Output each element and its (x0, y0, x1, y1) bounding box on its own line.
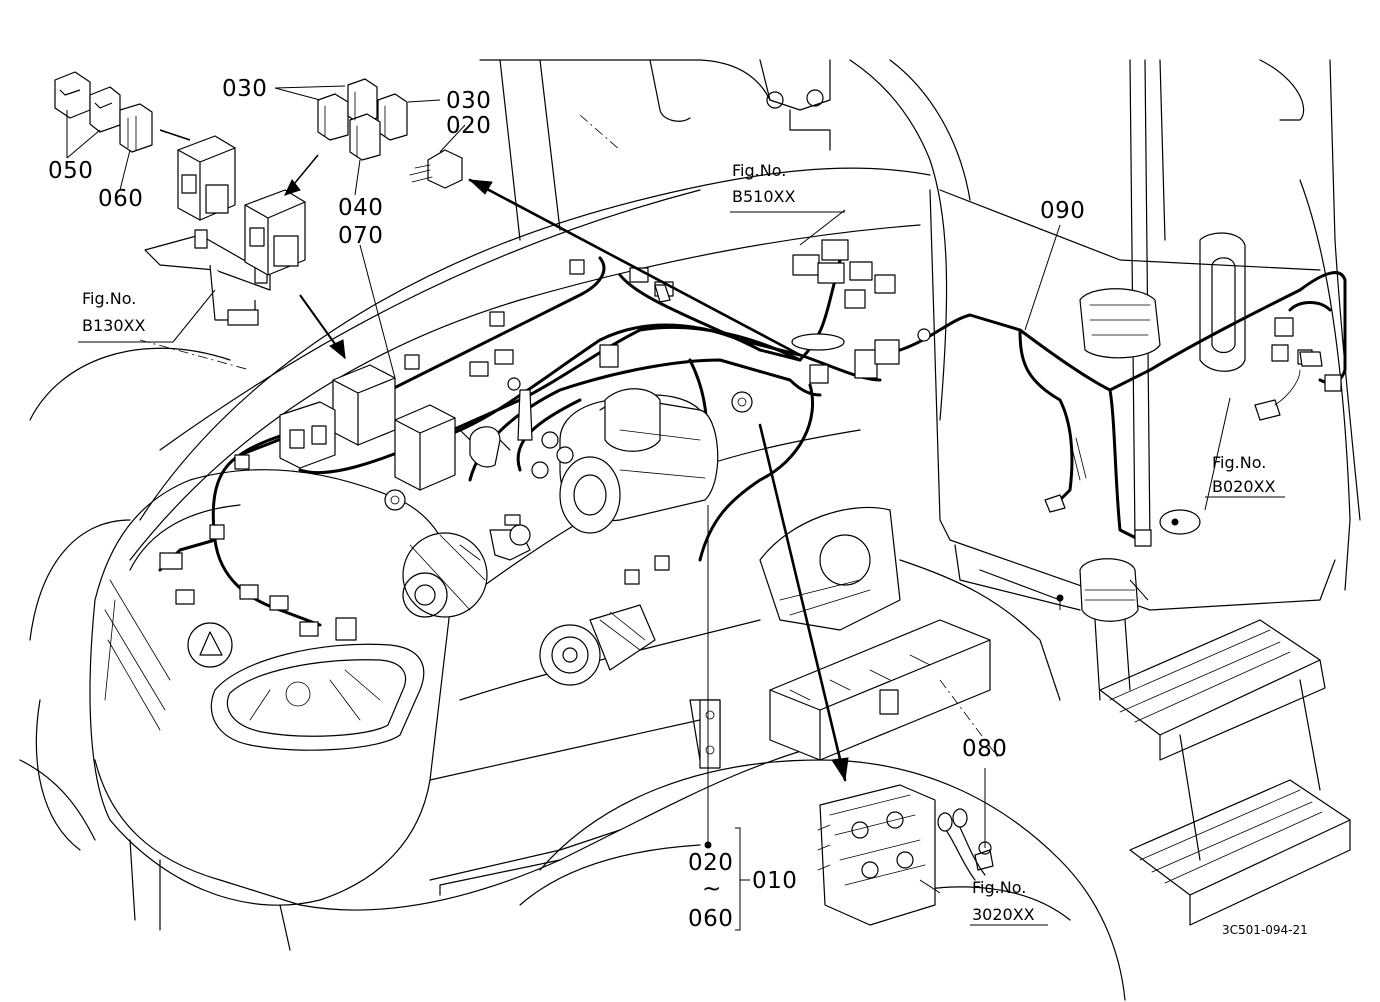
part-number-030-right: 030 (446, 88, 492, 114)
tractor-body-outline (19, 59, 1361, 1001)
relay-box-on-harness (279, 364, 456, 511)
fig-ref-3020-code[interactable]: 3020XX (972, 905, 1035, 924)
part-number-010: 010 (752, 868, 798, 894)
part-number-030-left: 030 (222, 76, 268, 102)
fig-ref-b020-code[interactable]: B020XX (1212, 477, 1276, 496)
fig-ref-b020-title: Fig.No. (1212, 453, 1267, 472)
relay-bracket (144, 229, 271, 326)
fig-ref-b510-title: Fig.No. (732, 161, 787, 180)
relay-group (317, 78, 463, 189)
part-number-050: 050 (48, 158, 94, 184)
leader-arrows (159, 129, 849, 782)
fuse-box-upper (177, 135, 236, 221)
cylinder-head (817, 784, 936, 926)
part-number-060-range-end: 060 (688, 906, 734, 932)
part-number-060: 060 (98, 186, 144, 212)
part-number-040: 040 (338, 195, 384, 221)
starter-motor (507, 377, 719, 534)
fig-ref-b130-title: Fig.No. (82, 289, 137, 308)
fig-ref-b510-code[interactable]: B510XX (732, 187, 796, 206)
range-tilde: ~ (702, 876, 722, 902)
part-number-020-range-start: 020 (688, 850, 734, 876)
alternator (402, 514, 531, 618)
fig-ref-b130-code[interactable]: B130XX (82, 316, 146, 335)
fig-ref-3020-title: Fig.No. (972, 878, 1027, 897)
part-number-090: 090 (1040, 198, 1086, 224)
ac-compressor (539, 604, 656, 686)
drawing-number: 3C501-094-21 (1222, 923, 1308, 937)
ground-cable (937, 808, 994, 881)
part-number-020-top: 020 (446, 113, 492, 139)
sensors (459, 284, 1323, 535)
part-number-080: 080 (962, 736, 1008, 762)
fuse-box-lower (244, 189, 306, 276)
harness-connectors (159, 239, 1342, 641)
center-lines (139, 114, 1001, 761)
wiring-harness (158, 256, 1347, 627)
part-number-070: 070 (338, 223, 384, 249)
fuse-group (54, 71, 153, 153)
label-leaders (66, 85, 1285, 931)
